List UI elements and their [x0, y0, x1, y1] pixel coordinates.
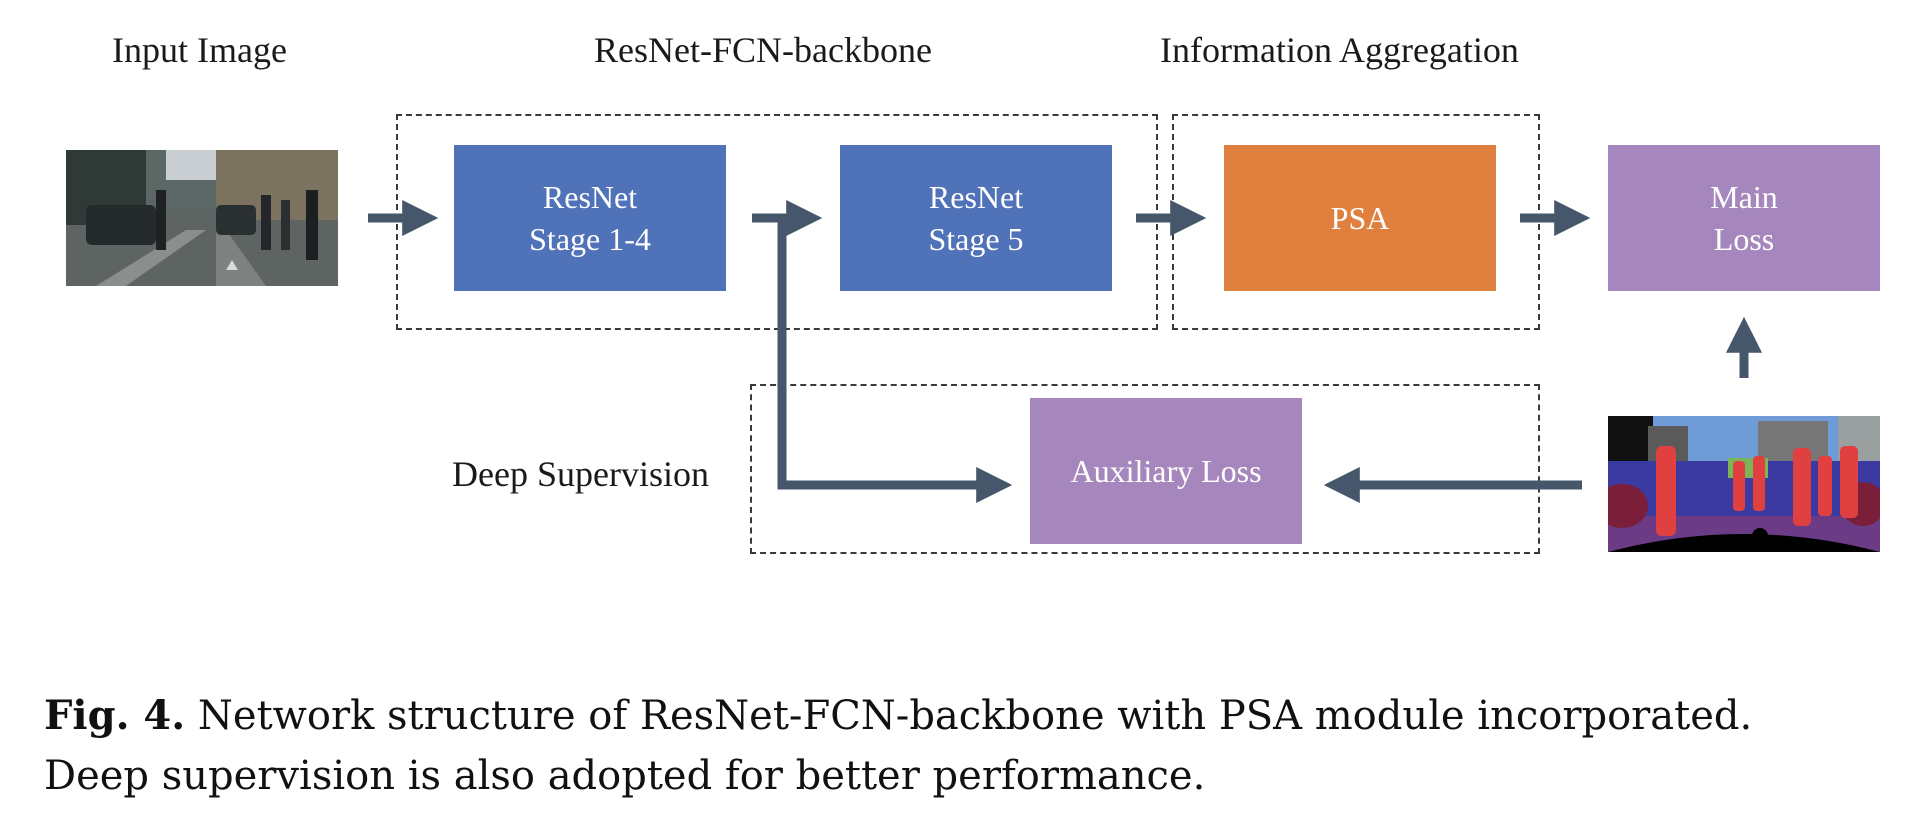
main-loss-block: Main Loss [1608, 145, 1880, 291]
auxiliary-loss-label: Auxiliary Loss [1070, 453, 1262, 489]
caption-text-line1: Network structure of ResNet-FCN-backbone… [197, 693, 1753, 739]
resnet-stage-1-4-line2: Stage 1-4 [529, 221, 651, 257]
resnet-stage-1-4-line1: ResNet [542, 179, 638, 215]
caption-figure-number: Fig. 4. [44, 692, 186, 739]
backbone-header: ResNet-FCN-backbone [594, 30, 932, 70]
aggregation-header: Information Aggregation [1160, 30, 1519, 70]
arrow-stage14-to-auxiliary-loss [777, 218, 1013, 503]
input-street-image [66, 150, 338, 286]
auxiliary-loss-block: Auxiliary Loss [1030, 398, 1302, 544]
resnet-stage-5-block: ResNet Stage 5 [840, 145, 1112, 291]
resnet-stage-5-line1: ResNet [928, 179, 1024, 215]
caption-line-1: Fig. 4. Network structure of ResNet-FCN-… [44, 686, 1884, 746]
input-image-header: Input Image [112, 30, 287, 70]
deep-supervision-group-frame [750, 384, 1540, 554]
main-loss-line2: Loss [1713, 221, 1775, 257]
psa-label: PSA [1330, 200, 1390, 236]
psa-block: PSA [1224, 145, 1496, 291]
caption-text-line2: Deep supervision is also adopted for bet… [44, 753, 1206, 799]
segmentation-ground-truth-image [1608, 416, 1880, 552]
resnet-stage-1-4-block: ResNet Stage 1-4 [454, 145, 726, 291]
main-loss-line1: Main [1710, 179, 1778, 215]
deep-supervision-label: Deep Supervision [452, 454, 709, 494]
figure-caption: Fig. 4. Network structure of ResNet-FCN-… [44, 686, 1884, 806]
resnet-stage-5-line2: Stage 5 [928, 221, 1024, 257]
